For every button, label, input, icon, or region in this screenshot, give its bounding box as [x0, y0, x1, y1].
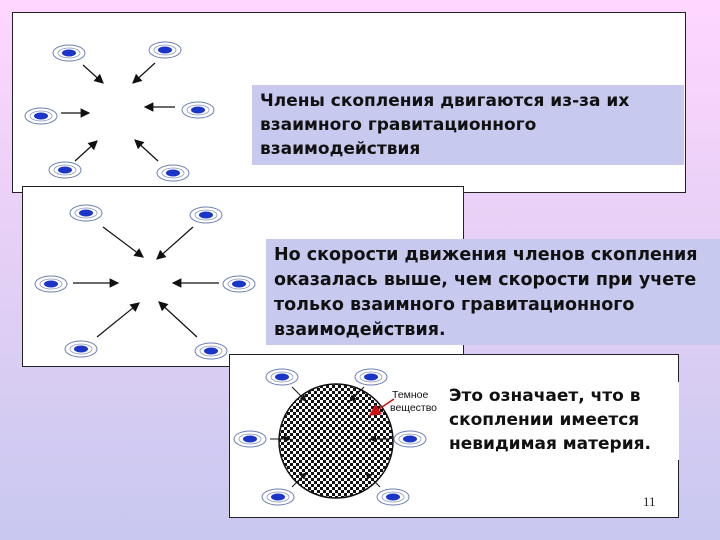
callout-speeds-higher: Но скорости движения членов скопления ок…: [266, 239, 720, 345]
cluster-diagram-2: [34, 204, 256, 360]
cluster-diagram-3: [233, 368, 427, 506]
arrow-icon: [73, 226, 219, 338]
cluster-diagram-1: [24, 41, 215, 182]
galaxy-icon: [393, 430, 427, 448]
dark-matter-pointer-arrow: [368, 398, 395, 416]
galaxy-icon: [48, 161, 82, 179]
galaxy-icon: [181, 101, 215, 119]
callout-invisible-matter: Это означает, что в скоплении имеется не…: [443, 382, 679, 460]
galaxy-icon: [34, 275, 68, 293]
galaxy-icon: [194, 342, 228, 360]
callout-mutual-gravity: Члены скопления двигаются из-за их взаим…: [252, 85, 684, 165]
galaxy-icon: [189, 206, 223, 224]
galaxy-icon: [354, 368, 388, 386]
galaxy-icon: [64, 340, 98, 358]
galaxy-icon: [156, 164, 190, 182]
dark-matter-sphere: [278, 383, 394, 499]
galaxy-icon: [148, 41, 182, 59]
galaxy-icon: [376, 488, 410, 506]
arrow-icon: [270, 386, 390, 488]
galaxy-icon: [233, 430, 267, 448]
galaxy-icon: [69, 204, 103, 222]
arrow-icon: [61, 62, 175, 162]
galaxy-icon: [261, 488, 295, 506]
galaxy-icon: [222, 275, 256, 293]
galaxy-icon: [52, 44, 86, 62]
page-number: 11: [643, 494, 656, 509]
dark-matter-label-line2: вещество: [390, 402, 438, 414]
galaxy-icon: [24, 107, 58, 125]
dark-matter-label-line1: Темное: [392, 389, 429, 401]
galaxy-icon: [265, 368, 299, 386]
